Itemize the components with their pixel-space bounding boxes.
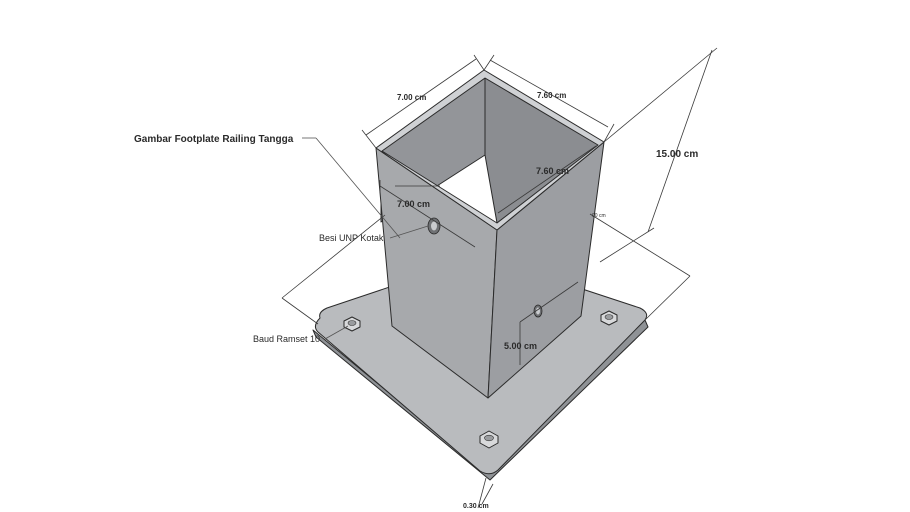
bolt-left — [343, 316, 361, 332]
drawing-title: Gambar Footplate Railing Tangga — [134, 134, 294, 145]
dim-inner-depth: 7.60 cm — [536, 166, 569, 176]
bolt-front — [479, 430, 499, 449]
dim-plate-thickness: 0.30 cm — [463, 503, 489, 510]
dim-height: 15.00 cm — [656, 149, 698, 160]
dim-top-right-width: 7.60 cm — [537, 91, 566, 100]
bolt-right — [600, 310, 618, 326]
dim-plate-right-partial: 00 cm — [592, 213, 606, 219]
leader-lines — [302, 137, 429, 340]
callout-bolt: Baud Ramset 10 — [253, 334, 320, 344]
dim-hole-height: 5.00 cm — [504, 341, 537, 351]
dim-inner-width: 7.00 cm — [397, 199, 430, 209]
callout-tube: Besi UNP Kotak — [319, 233, 384, 243]
dim-top-left-width: 7.00 cm — [397, 93, 426, 102]
dimension-lines — [281, 47, 718, 509]
